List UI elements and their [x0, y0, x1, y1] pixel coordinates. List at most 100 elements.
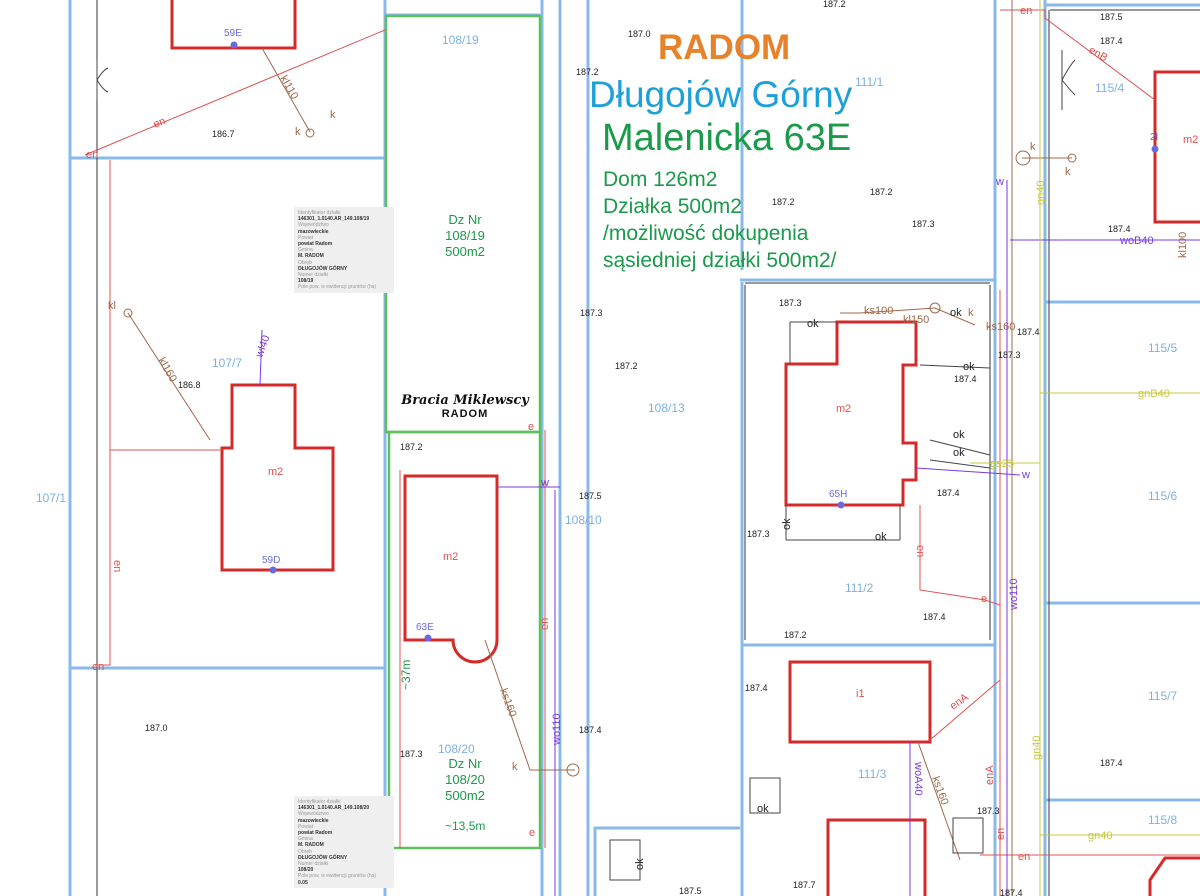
map-label: en — [1018, 851, 1030, 863]
map-label: 186.8 — [178, 380, 201, 390]
map-label: kl150 — [903, 314, 929, 326]
map-label: 187.2 — [400, 442, 423, 452]
map-label: w — [1021, 469, 1030, 481]
map-label: 187.5 — [679, 886, 702, 896]
parcel-108-19-label: Dz Nr 108/19 500m2 — [415, 212, 515, 260]
map-label: m2 — [1183, 134, 1198, 146]
map-label: 187.3 — [977, 806, 1000, 816]
map-label: ok — [953, 429, 965, 441]
map-label: e — [528, 421, 534, 433]
parcel-number: 111/2 — [845, 581, 874, 595]
map-label: ok — [963, 361, 975, 373]
map-label: en — [92, 661, 104, 673]
parcel-108-20-label: Dz Nr 108/20 500m2 — [415, 756, 515, 804]
map-label: woA40 — [912, 761, 924, 796]
map-label: 187.4 — [745, 683, 768, 693]
map-label: wo110 — [551, 713, 563, 746]
map-label: ks100 — [864, 305, 893, 317]
map-label: ok — [757, 803, 769, 815]
parcel-number: 108/10 — [565, 513, 602, 527]
map-label: 187.4 — [1000, 888, 1023, 896]
address-title: Malenicka 63E — [602, 117, 852, 159]
map-label: 187.7 — [793, 880, 816, 890]
parcel-number: 115/4 — [1095, 81, 1124, 95]
offered-parcels — [384, 14, 542, 850]
parcel-label: Dz Nr — [448, 756, 482, 771]
parcel-number: 108/13 — [648, 401, 685, 415]
map-label: m2 — [443, 551, 458, 563]
map-label: 63E — [416, 622, 434, 633]
district-title: Długojów Górny — [589, 74, 853, 115]
parcel-108-20[interactable] — [387, 430, 542, 850]
city-title: RADOM — [658, 28, 791, 67]
map-label: kl100 — [1177, 232, 1189, 258]
map-label: 187.2 — [823, 0, 846, 9]
map-label: i1 — [856, 688, 865, 700]
map-label: ks160 — [929, 775, 950, 807]
map-label: 187.2 — [870, 187, 893, 197]
map-label: e — [981, 593, 987, 605]
map-label: kl — [108, 300, 116, 312]
map-label: en — [539, 618, 551, 630]
map-label: woB40 — [1119, 235, 1154, 247]
map-label: 187.3 — [779, 298, 802, 308]
dimension-width: ~13,5m — [445, 819, 485, 833]
map-label: 187.0 — [628, 29, 651, 39]
map-label: 187.3 — [747, 529, 770, 539]
map-label: 187.3 — [580, 308, 603, 318]
map-label: m2 — [836, 403, 851, 415]
parcel-number: 108/19 — [442, 33, 479, 47]
map-label: 187.4 — [1017, 327, 1040, 337]
plot-area: Działka 500m2 — [603, 195, 742, 218]
parcel-number: 111/1 — [855, 75, 884, 89]
map-label: en — [914, 545, 926, 557]
building-2i — [1153, 70, 1200, 224]
map-label: gn40 — [1088, 830, 1112, 842]
map-label: en — [86, 149, 98, 161]
map-label: kl160 — [155, 356, 179, 385]
utility-lines — [84, 0, 1200, 896]
map-label: gn40 — [1035, 181, 1047, 205]
parcel-number: 111/3 — [858, 767, 887, 781]
height-points: 187.0 187.2 186.7 187.2 187.3 187.3 187.… — [145, 0, 1131, 896]
map-label: gnB40 — [1138, 388, 1170, 400]
parcel-area: 500m2 — [445, 788, 485, 803]
parcel-number: 108/19 — [445, 228, 485, 243]
map-label: ok — [953, 447, 965, 459]
map-label: en — [111, 560, 123, 572]
map-label: 187.2 — [772, 197, 795, 207]
company-logo: Bracia Miklewscy RADOM — [400, 393, 530, 420]
parcel-number: 107/1 — [36, 491, 66, 505]
dimension-depth: ~37m — [399, 660, 413, 690]
parcel-number: 108/20 — [438, 742, 475, 756]
map-label: w — [540, 477, 549, 489]
building-bottom — [826, 818, 927, 896]
map-label: 187.4 — [954, 374, 977, 384]
building-59d — [220, 383, 335, 572]
map-label: 187.4 — [1100, 758, 1123, 768]
map-label: 187.5 — [579, 491, 602, 501]
logo-name: Bracia Miklewscy — [401, 393, 529, 408]
map-label: k — [968, 307, 974, 319]
parcel-boundaries — [68, 0, 1200, 896]
parcel-number: 107/7 — [212, 356, 242, 370]
map-label: 186.7 — [212, 129, 235, 139]
map-label: en — [1020, 5, 1032, 17]
logo-city: RADOM — [441, 408, 489, 420]
map-label: 187.4 — [579, 725, 602, 735]
map-label: ok — [875, 531, 887, 543]
map-label: ks160 — [497, 687, 518, 719]
map-label: 187.3 — [912, 219, 935, 229]
house-area: Dom 126m2 — [603, 168, 718, 191]
map-label: enA — [948, 691, 971, 712]
building-bottom-right — [1148, 856, 1200, 896]
map-label: 187.2 — [615, 361, 638, 371]
map-label: ok — [807, 318, 819, 330]
parcel-number: 115/8 — [1148, 813, 1177, 827]
map-label: enB — [1087, 44, 1110, 64]
map-label: ok — [781, 518, 793, 530]
map-label: enA — [984, 765, 996, 785]
